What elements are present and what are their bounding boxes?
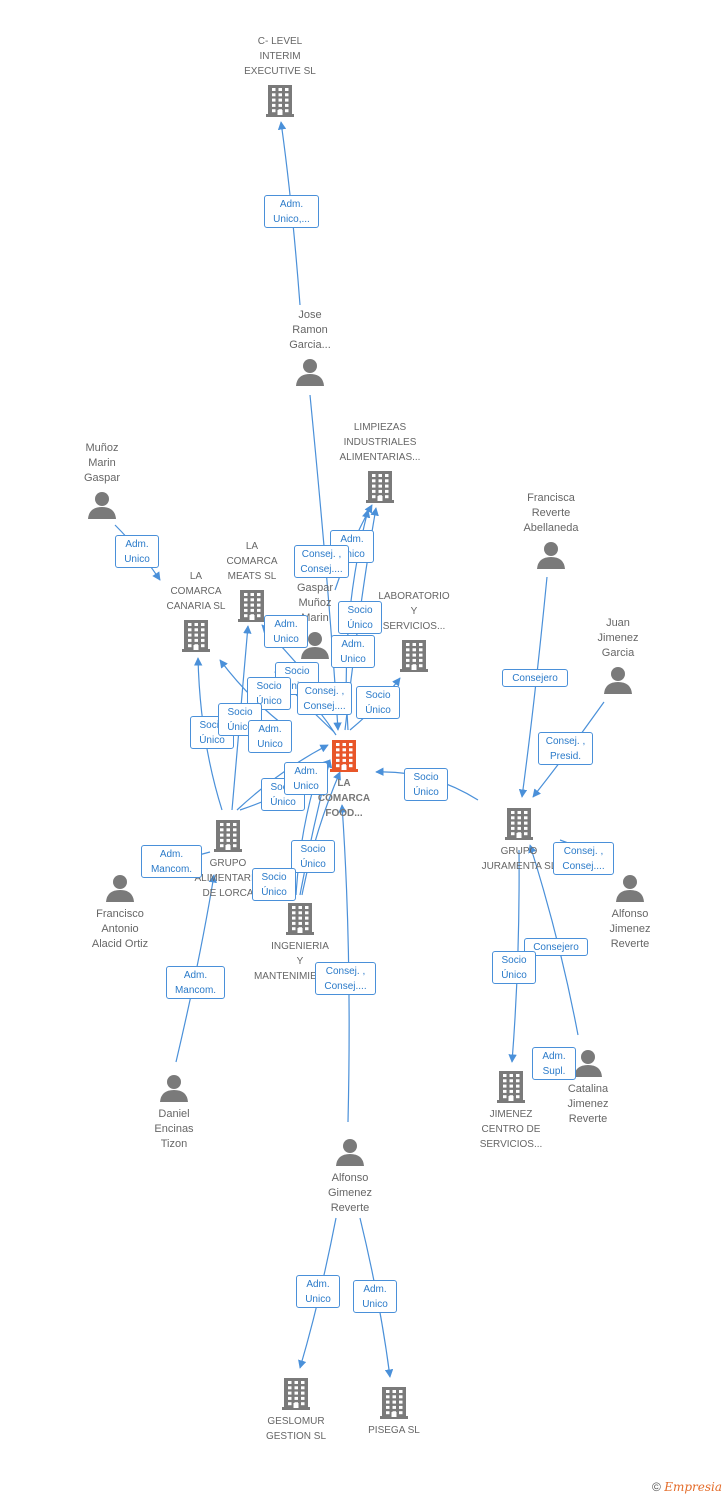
edge-label-e23[interactable]: Consejero <box>524 938 588 956</box>
node-label[interactable]: JIMENEZ CENTRO DE SERVICIOS... <box>479 1109 543 1150</box>
node-label[interactable]: GESLOMUR GESTION SL <box>265 1416 326 1442</box>
edge-label-e29[interactable]: Adm. Unico <box>296 1275 340 1308</box>
edge-label-e25[interactable]: Adm. Supl. <box>532 1047 576 1080</box>
node-label[interactable]: GRUPO ALIMENTARIO DE LORCA <box>194 858 262 899</box>
person-icon[interactable] <box>536 540 566 575</box>
building-icon[interactable] <box>279 1376 313 1415</box>
edge-line-e14 <box>236 744 329 811</box>
brand-name: Empresia <box>664 1480 722 1494</box>
edge-label-e1[interactable]: Adm. Unico,... <box>264 195 319 228</box>
node-label[interactable]: LABORATORIO Y SERVICIOS... <box>378 591 450 632</box>
node-label[interactable]: LA COMARCA MEATS SL <box>226 541 278 582</box>
footer-brand: © Empresia <box>652 1480 722 1494</box>
building-icon[interactable] <box>494 1069 528 1108</box>
node-label[interactable]: C- LEVEL INTERIM EXECUTIVE SL <box>244 36 316 77</box>
edge-label-e10[interactable]: Socio Único <box>356 686 400 719</box>
edge-label-e3[interactable]: Consej. , Consej.... <box>294 545 349 578</box>
node-label[interactable]: Muñoz Marin Gaspar <box>83 442 121 484</box>
person-icon[interactable] <box>295 357 325 392</box>
node-label[interactable]: Francisca Reverte Abellaneda <box>523 492 579 534</box>
building-icon[interactable] <box>397 638 431 677</box>
person-icon[interactable] <box>87 490 117 525</box>
edge-label-e26[interactable]: Adm. Mancom. <box>141 845 202 878</box>
node-label[interactable]: Gaspar Muñoz Marin <box>296 582 334 624</box>
node-label[interactable]: Jose Ramon Garcia... <box>289 309 331 351</box>
edge-label-e5[interactable]: Socio Único <box>338 601 382 634</box>
node-label[interactable]: INGENIERIA Y MANTENIMIENTO... <box>253 941 347 982</box>
edge-label-e22[interactable]: Consej. , Consej.... <box>553 842 614 875</box>
edge-label-e20[interactable]: Consejero <box>502 669 568 687</box>
building-icon[interactable] <box>263 83 297 122</box>
edge-label-e6[interactable]: Adm. Unico <box>331 635 375 668</box>
edge-label-e19[interactable]: Socio Único <box>404 768 448 801</box>
person-icon[interactable] <box>300 630 330 665</box>
edge-line-e20 <box>518 576 548 798</box>
edge-label-e9[interactable]: Consej. , Consej.... <box>297 682 352 715</box>
node-label[interactable]: PISEGA SL <box>368 1425 420 1436</box>
edge-label-e21[interactable]: Consej. , Presid. <box>538 732 593 765</box>
building-icon[interactable] <box>327 738 361 777</box>
building-icon[interactable] <box>235 588 269 627</box>
edge-label-e30[interactable]: Adm. Unico <box>353 1280 397 1313</box>
node-label[interactable]: Juan Jimenez Garcia <box>597 617 639 659</box>
edge-label-e17[interactable]: Socio Único <box>291 840 335 873</box>
edge-label-e16[interactable]: Adm. Unico <box>284 762 328 795</box>
building-icon[interactable] <box>283 901 317 940</box>
node-label[interactable]: GRUPO JURAMENTA SL <box>481 846 557 872</box>
edge-line-e28 <box>338 804 350 1123</box>
person-icon[interactable] <box>573 1048 603 1083</box>
building-icon[interactable] <box>179 618 213 657</box>
node-label[interactable]: Francisco Antonio Alacid Ortiz <box>91 908 149 950</box>
building-icon[interactable] <box>502 806 536 845</box>
person-icon[interactable] <box>615 873 645 908</box>
node-label[interactable]: LIMPIEZAS INDUSTRIALES ALIMENTARIAS... <box>339 422 421 463</box>
edge-label-e7[interactable]: Adm. Unico <box>264 615 308 648</box>
edge-label-e18[interactable]: Socio Único <box>252 868 296 901</box>
edge-label-e4[interactable]: Adm. Unico <box>115 535 159 568</box>
node-label[interactable]: LA COMARCA CANARIA SL <box>166 571 226 612</box>
node-label[interactable]: LA COMARCA FOOD... <box>317 778 371 819</box>
node-label[interactable]: Alfonso Jimenez Reverte <box>609 908 651 950</box>
node-label[interactable]: Catalina Jimenez Reverte <box>567 1083 609 1125</box>
edge-label-e14[interactable]: Adm. Unico <box>248 720 292 753</box>
edge-line-e27 <box>175 874 217 1063</box>
building-icon[interactable] <box>211 818 245 857</box>
node-label[interactable]: Alfonso Gimenez Reverte <box>327 1172 373 1214</box>
copyright-symbol: © <box>652 1480 661 1494</box>
edge-line-e17 <box>301 771 341 896</box>
person-icon[interactable] <box>105 873 135 908</box>
node-label[interactable]: Daniel Encinas Tizon <box>154 1108 194 1150</box>
building-icon[interactable] <box>363 469 397 508</box>
edge-label-e27[interactable]: Adm. Mancom. <box>166 966 225 999</box>
building-icon[interactable] <box>377 1385 411 1424</box>
edge-label-e24[interactable]: Socio Único <box>492 951 536 984</box>
edge-label-e28[interactable]: Consej. , Consej.... <box>315 962 376 995</box>
person-icon[interactable] <box>159 1073 189 1108</box>
person-icon[interactable] <box>603 665 633 700</box>
person-icon[interactable] <box>335 1137 365 1172</box>
